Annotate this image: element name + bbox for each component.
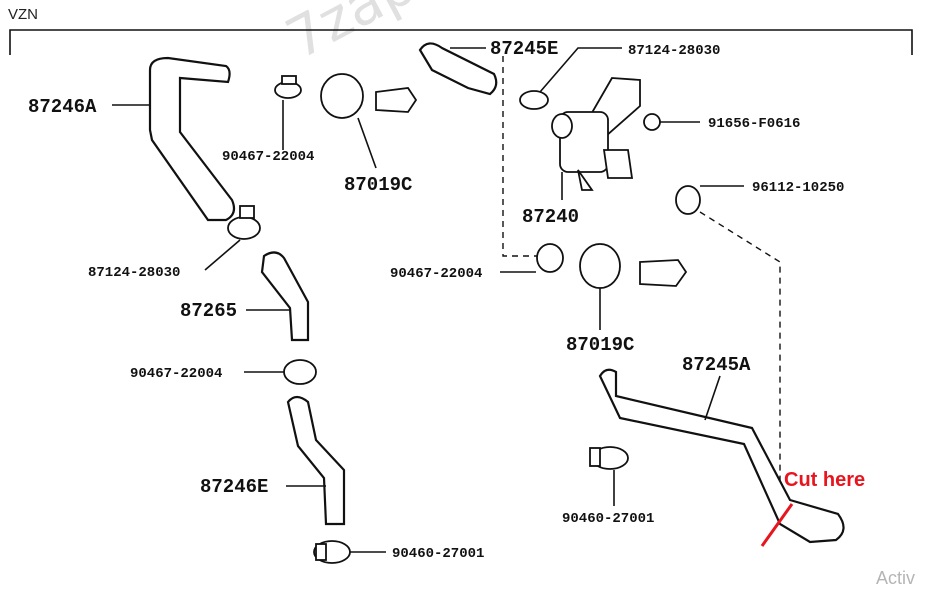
- label-87240: 87240: [522, 206, 579, 228]
- frame-bracket: [9, 29, 913, 55]
- label-96112-10250: 96112-10250: [752, 180, 844, 196]
- clip-90467-22004-top: [274, 75, 302, 150]
- hose-87246A: [112, 56, 236, 222]
- hose-87246E: [286, 395, 346, 526]
- clip-90467-22004-left: [244, 359, 317, 385]
- clip-90467-22004-mid: [500, 243, 564, 273]
- dashed-line-left: [502, 56, 540, 257]
- clamp-87124-28030-left: [204, 205, 261, 271]
- clamp-96112-10250: [675, 185, 744, 215]
- cap-87019C-top: [320, 73, 418, 169]
- hose-87265: [246, 251, 310, 342]
- dashed-line-right: [699, 211, 781, 500]
- label-90460-27001-bottom: 90460-27001: [392, 546, 484, 562]
- label-87019C-top: 87019C: [344, 174, 412, 196]
- label-87246A: 87246A: [28, 96, 97, 118]
- cut-here-annotation: Cut here: [784, 469, 865, 491]
- label-87265: 87265: [180, 300, 237, 322]
- clamp-90460-27001-bottom: [313, 540, 386, 564]
- cap-87019C-bottom: [579, 243, 688, 330]
- hose-87245E: [418, 42, 498, 96]
- nut-91656-F0616: [643, 113, 700, 131]
- label-87245A: 87245A: [682, 354, 751, 376]
- label-87124-28030-top: 87124-28030: [628, 43, 720, 59]
- clamp-90460-27001-right: [589, 446, 629, 506]
- label-87246E: 87246E: [200, 476, 268, 498]
- label-90467-22004-mid: 90467-22004: [390, 266, 482, 282]
- label-87124-28030-left: 87124-28030: [88, 265, 180, 281]
- valve-87240: [551, 77, 641, 200]
- corner-text: Activ: [876, 568, 915, 588]
- label-87019C-bottom: 87019C: [566, 334, 634, 356]
- label-90467-22004-left: 90467-22004: [130, 366, 222, 382]
- label-90467-22004-top: 90467-22004: [222, 149, 314, 165]
- cut-line: [760, 503, 794, 547]
- label-87245E: 87245E: [490, 38, 558, 60]
- label-90460-27001-right: 90460-27001: [562, 511, 654, 527]
- hose-87245A: [598, 368, 845, 544]
- header-code: VZN: [8, 6, 38, 23]
- clamp-87124-28030-top: [519, 47, 622, 110]
- label-91656-F0616: 91656-F0616: [708, 116, 800, 132]
- watermark: 7zap: [276, 0, 426, 72]
